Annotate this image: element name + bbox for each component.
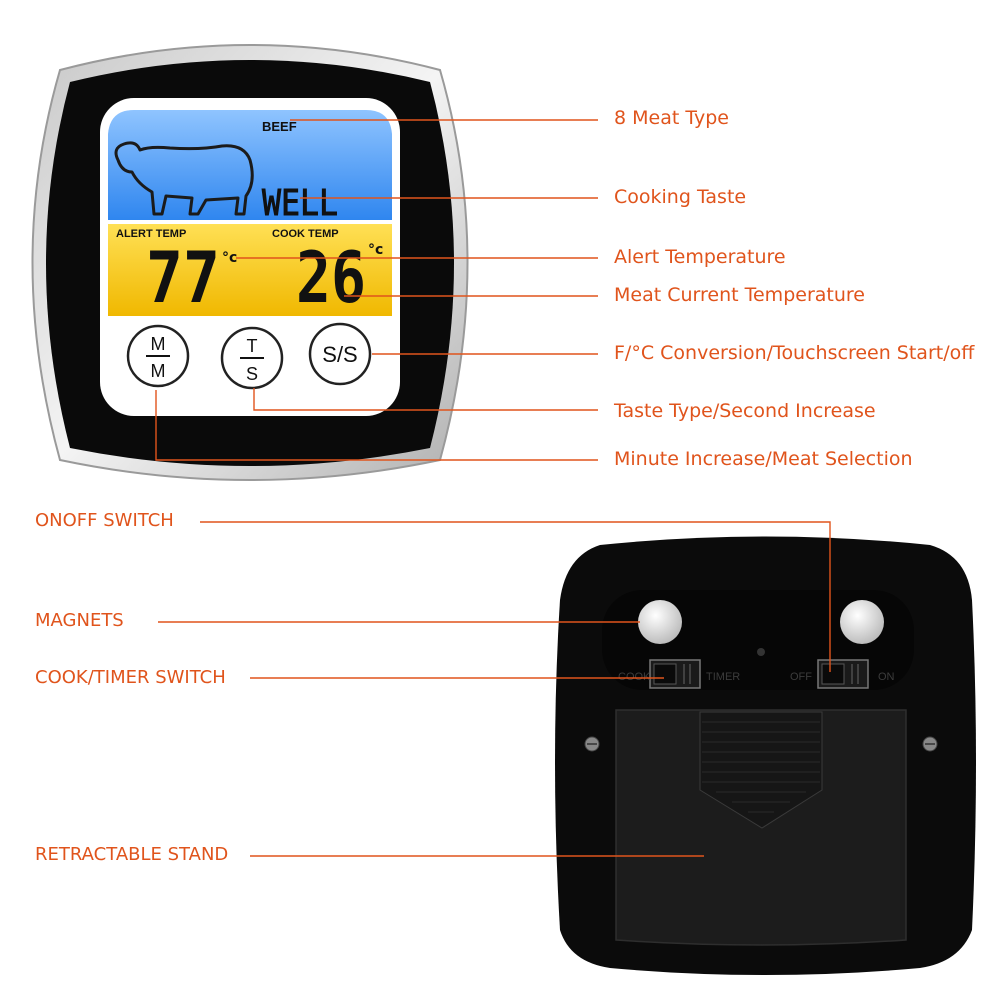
screw-left-icon bbox=[584, 736, 600, 752]
cook-timer-switch[interactable] bbox=[649, 659, 701, 689]
speaker-hole bbox=[757, 648, 765, 656]
lcd-yellow-zone bbox=[108, 224, 392, 316]
svg-text:S/S: S/S bbox=[322, 342, 357, 367]
svg-text:T: T bbox=[247, 336, 258, 356]
lcd-cook-value: 26 bbox=[296, 237, 366, 319]
callout-onoff-switch: ONOFF SWITCH bbox=[35, 510, 174, 531]
svg-text:S: S bbox=[246, 364, 258, 384]
callout-cooking-taste: Cooking Taste bbox=[614, 186, 747, 208]
switch-label-off: OFF bbox=[790, 671, 812, 683]
cow-icon bbox=[114, 141, 254, 216]
screw-right-icon bbox=[922, 736, 938, 752]
lcd-cook-label: COOK TEMP bbox=[272, 228, 339, 240]
front-leader-lines bbox=[155, 119, 598, 461]
lcd-alert-unit: °c bbox=[222, 250, 237, 266]
on-off-switch[interactable] bbox=[817, 659, 869, 689]
lcd-meat-label: BEEF bbox=[262, 119, 297, 134]
leader-ts bbox=[253, 388, 598, 411]
lcd-taste-label: WELL bbox=[262, 183, 338, 224]
leader-onoff-switch bbox=[200, 521, 831, 672]
callout-conversion-start-off: F/°C Conversion/Touchscreen Start/off bbox=[614, 342, 975, 364]
callout-alert-temperature: Alert Temperature bbox=[614, 246, 786, 268]
magnet-left bbox=[638, 600, 682, 644]
callout-cook-timer-switch: COOK/TIMER SWITCH bbox=[35, 667, 226, 688]
lcd-alert-label: ALERT TEMP bbox=[116, 228, 186, 240]
svg-text:M: M bbox=[151, 361, 166, 381]
callout-taste-type: Taste Type/Second Increase bbox=[614, 400, 876, 422]
callout-retractable-stand: RETRACTABLE STAND bbox=[35, 844, 229, 865]
magnet-right bbox=[840, 600, 884, 644]
lcd-cook-unit: °c bbox=[368, 242, 383, 258]
ts-button[interactable]: T S bbox=[220, 326, 284, 390]
switch-label-timer: TIMER bbox=[706, 671, 740, 683]
front-device: BEEF WELL ALERT TEMP COOK TEMP 77 °c 26 … bbox=[31, 44, 469, 481]
mm-button[interactable]: M M bbox=[126, 324, 190, 388]
callout-magnets: MAGNETS bbox=[35, 610, 124, 631]
back-leader-lines bbox=[158, 521, 831, 857]
callout-meat-type: 8 Meat Type bbox=[614, 107, 729, 129]
lcd-alert-value: 77 bbox=[146, 237, 220, 319]
ss-button[interactable]: S/S bbox=[308, 322, 372, 386]
callout-minute-increase: Minute Increase/Meat Selection bbox=[614, 448, 913, 470]
svg-text:M: M bbox=[151, 334, 166, 354]
retractable-stand[interactable] bbox=[615, 709, 907, 946]
switch-label-on: ON bbox=[878, 671, 895, 683]
callout-meat-current-temperature: Meat Current Temperature bbox=[614, 284, 865, 306]
switch-label-cook: COOK bbox=[618, 671, 651, 683]
leader-mm bbox=[155, 390, 598, 461]
back-device: COOK TIMER OFF ON bbox=[555, 536, 976, 975]
